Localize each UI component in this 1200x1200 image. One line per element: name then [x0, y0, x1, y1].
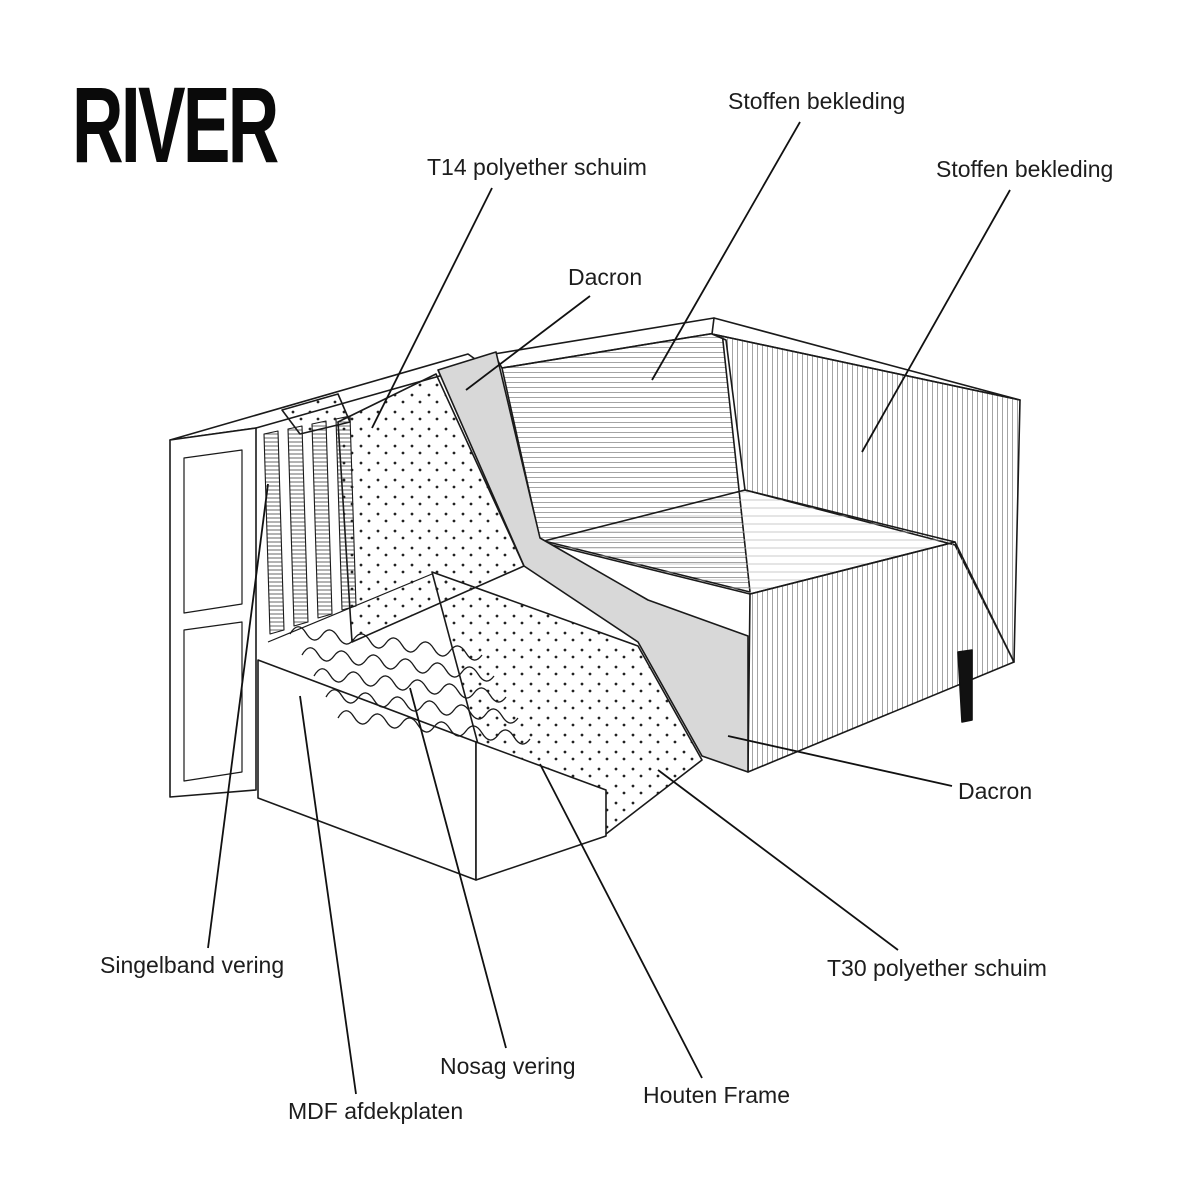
frame-left-opening-bottom	[183, 621, 243, 782]
leader-houten	[539, 763, 703, 1079]
label-dacron-right: Dacron	[958, 778, 1033, 804]
leader-nosag	[409, 687, 507, 1049]
leader-lines	[207, 121, 1011, 1095]
leader-singelband	[207, 483, 269, 949]
label-t14-polyether-schuim: T14 polyether schuim	[427, 154, 647, 180]
label-mdf-afdekplaten: MDF afdekplaten	[288, 1098, 464, 1124]
sofa-leg	[957, 649, 973, 723]
leader-dacron-right	[727, 735, 953, 787]
label-stoffen-bekleding-top: Stoffen bekleding	[728, 88, 906, 114]
leader-stoffen-top	[651, 121, 801, 381]
leader-dacron-top	[465, 295, 591, 391]
frame-left-opening-top	[183, 449, 243, 614]
leader-t30	[657, 769, 899, 951]
label-houten-frame: Houten Frame	[643, 1082, 791, 1108]
dacron-layer	[437, 351, 749, 773]
label-dacron-top: Dacron	[568, 264, 643, 290]
frame-front-rail	[475, 741, 607, 881]
leader-mdf	[299, 695, 357, 1095]
label-t30-polyether-schuim: T30 polyether schuim	[827, 955, 1047, 981]
brand-logo: RIVER	[72, 64, 279, 185]
nosag-springs	[289, 626, 531, 745]
leader-stoffen-right	[861, 189, 1011, 453]
label-nosag-vering: Nosag vering	[440, 1053, 576, 1079]
label-stoffen-bekleding-right: Stoffen bekleding	[936, 156, 1114, 182]
leader-t14	[371, 187, 493, 429]
t30-foam-seat	[431, 571, 703, 835]
spring-deck-edge	[267, 573, 433, 643]
label-singelband-vering: Singelband vering	[100, 952, 285, 978]
